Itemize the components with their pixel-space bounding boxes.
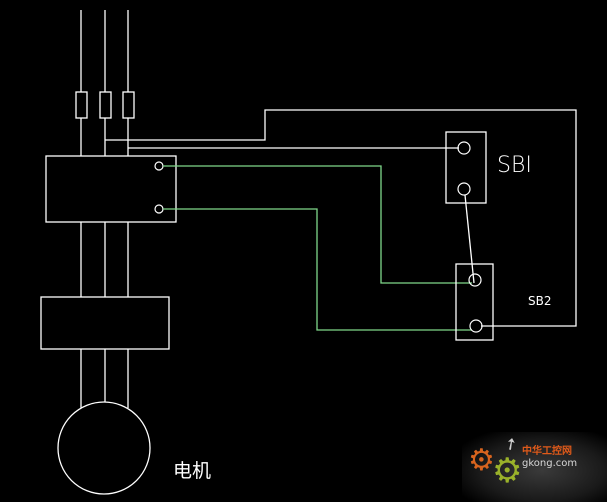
- sb2-label: SB2: [528, 294, 551, 308]
- sb1-terminal-bottom: [457, 182, 471, 196]
- motor-circle: [57, 401, 151, 495]
- watermark-logo: ➚ ⚙ ⚙ 中华工控网 gkong.com: [462, 432, 607, 502]
- gear-icon: ⚙: [468, 443, 495, 478]
- watermark-site-url: gkong.com: [522, 458, 578, 469]
- gear-icon: ⚙: [492, 451, 523, 491]
- sb1-terminal-top: [457, 141, 471, 155]
- control-wire-l2-loop: [105, 109, 577, 327]
- contactor-terminal-top: [154, 161, 164, 171]
- watermark-site-name: 中华工控网: [522, 446, 572, 457]
- overload-relay-box: [40, 296, 170, 350]
- sb1-label: SBI: [497, 153, 532, 178]
- contactor-terminal-bottom: [154, 204, 164, 214]
- control-wire-green-1: [163, 165, 472, 284]
- contactor-box: [45, 155, 177, 223]
- sb2-terminal-top: [468, 273, 482, 287]
- fuse-1: [75, 91, 88, 119]
- motor-label: 电机: [173, 460, 211, 482]
- link-sb1-sb2: [464, 194, 475, 284]
- fuse-2: [99, 91, 112, 119]
- sb2-terminal-bottom: [469, 319, 483, 333]
- sb2-button-box: [455, 263, 494, 341]
- fuse-3: [122, 91, 135, 119]
- control-wire-green-2: [163, 208, 472, 331]
